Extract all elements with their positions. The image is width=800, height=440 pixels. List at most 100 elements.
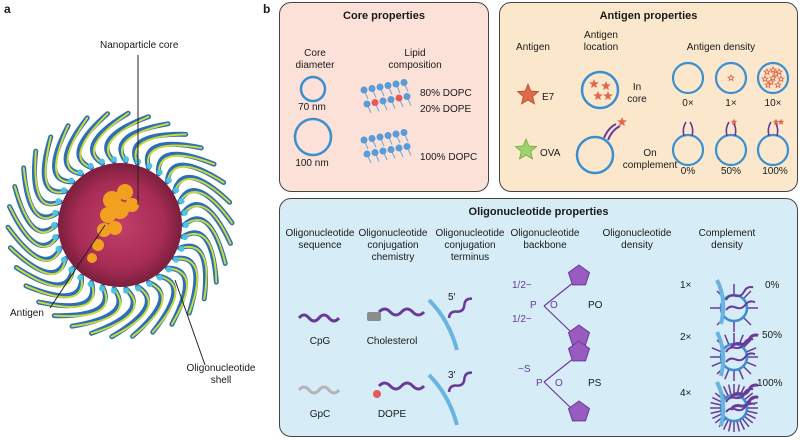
antigen-density-header: Antigen density (686, 42, 756, 53)
anchor-dot (165, 177, 172, 184)
anchor-dot (77, 274, 84, 281)
lipid-head (376, 133, 384, 141)
antigen-header: Antigen (516, 42, 550, 53)
density-strand (743, 290, 752, 299)
density-strand (747, 410, 758, 415)
anchor-dot (98, 285, 105, 292)
po-p-label: P (530, 300, 537, 311)
dna-strand-highlight (151, 275, 177, 334)
density-strand (712, 396, 722, 403)
anchor-dot (87, 281, 94, 288)
cholesterol-label: Cholesterol (366, 336, 418, 347)
po-o-label: O (550, 300, 558, 311)
complement-ring (575, 135, 615, 175)
oligo-illustrations (297, 264, 759, 432)
lipid-pure-dopc: 100% DOPC (420, 152, 478, 163)
oligo-shell-label: Oligonucleotide shell (186, 363, 256, 386)
density-0x: 0× (682, 98, 694, 109)
lipid-head (400, 129, 408, 136)
half-top-label: 1/2− (512, 280, 532, 291)
terminus-3-strand (447, 371, 473, 393)
lipid-head (368, 85, 376, 92)
lipid-mix-dope: 20% DOPE (420, 104, 472, 115)
dna-strand-highlight (131, 281, 164, 338)
density-strand (727, 421, 732, 432)
density-strand (710, 401, 721, 406)
in-core-label: In core (627, 82, 647, 105)
density-strand (767, 121, 772, 137)
anchor-dot (110, 156, 117, 163)
complement-surface (715, 279, 726, 325)
complement-density-ring (671, 133, 705, 167)
dna-strand-highlight (183, 219, 227, 265)
dna-strand-highlight (134, 133, 187, 165)
po-bond (543, 305, 572, 333)
oligo-density-header: Oligonucleotide density (602, 228, 672, 251)
dna-strand-highlight (7, 226, 62, 262)
core-properties-title: Core properties (343, 10, 425, 22)
lipid-head (384, 82, 392, 89)
anchor-dot (68, 177, 75, 184)
anchor-dot (123, 287, 130, 294)
dna-strand-highlight (181, 232, 218, 284)
complement-density-ring (714, 133, 748, 167)
core-diameter-rings (293, 75, 333, 157)
dna-strand-highlight (9, 246, 67, 276)
density-strand (742, 418, 750, 428)
oligo-properties-title: Oligonucleotide properties (468, 206, 609, 218)
dens-4x-label: 4× (680, 388, 692, 399)
density-strand (711, 347, 722, 353)
ps-sugar-top (567, 340, 591, 362)
conj-chem-header: Oligonucleotide conjugation chemistry (358, 228, 428, 263)
cholesterol-strand (377, 307, 426, 317)
dna-strand-highlight (79, 112, 109, 169)
density-strand (725, 121, 730, 137)
complement-surface (715, 381, 726, 427)
density-strand (689, 121, 694, 137)
density-strand (722, 420, 729, 430)
anchor-dot (60, 256, 67, 263)
dna-strand (69, 286, 122, 329)
complement-density-header: Complement density (698, 228, 756, 251)
density-10x: 10× (764, 98, 782, 109)
density-strand (743, 317, 752, 326)
density-strand (744, 392, 754, 400)
cpg-label: CpG (309, 336, 331, 347)
dna-strand-highlight (71, 287, 122, 328)
ps-sugar-bottom (567, 400, 591, 422)
dna-strand-highlight (8, 205, 59, 248)
anchor-dot (178, 245, 185, 252)
anchor-dot (51, 222, 57, 228)
dens-1x-label: 1× (680, 280, 692, 291)
ps-bond (543, 381, 572, 409)
core-antigen-star (601, 81, 611, 90)
density-star (771, 69, 781, 78)
ps-p-label: P (536, 378, 543, 389)
density-strand (722, 386, 729, 396)
density-star (726, 73, 736, 82)
anchor-dot (135, 285, 142, 292)
density-strand (712, 413, 722, 420)
s-minus-label: −S (518, 364, 531, 375)
lipid-head (371, 149, 379, 156)
complement-density-ring (756, 133, 790, 167)
half-bottom-label: 1/2− (512, 314, 532, 325)
ps-bond (543, 357, 575, 383)
anchor-dot (68, 266, 75, 273)
dna-strand-highlight (173, 257, 199, 315)
dna-strand-highlight (110, 285, 150, 338)
core-properties-box: Core properties (279, 2, 489, 192)
dna-strand-highlight (66, 116, 89, 175)
complement-strand (603, 123, 621, 141)
core-antigen-star (593, 91, 603, 100)
ps-o-label: O (555, 378, 563, 389)
density-strand (746, 347, 757, 353)
anchor-dot (52, 234, 59, 241)
anchor-dot (173, 187, 180, 194)
dna-strand-highlight (173, 177, 231, 204)
lipid-head (360, 136, 368, 144)
anchor-dot (123, 156, 130, 163)
three-prime-label: 3′ (448, 370, 456, 381)
anchor-dot (181, 234, 188, 241)
dna-strand-highlight (44, 135, 67, 194)
